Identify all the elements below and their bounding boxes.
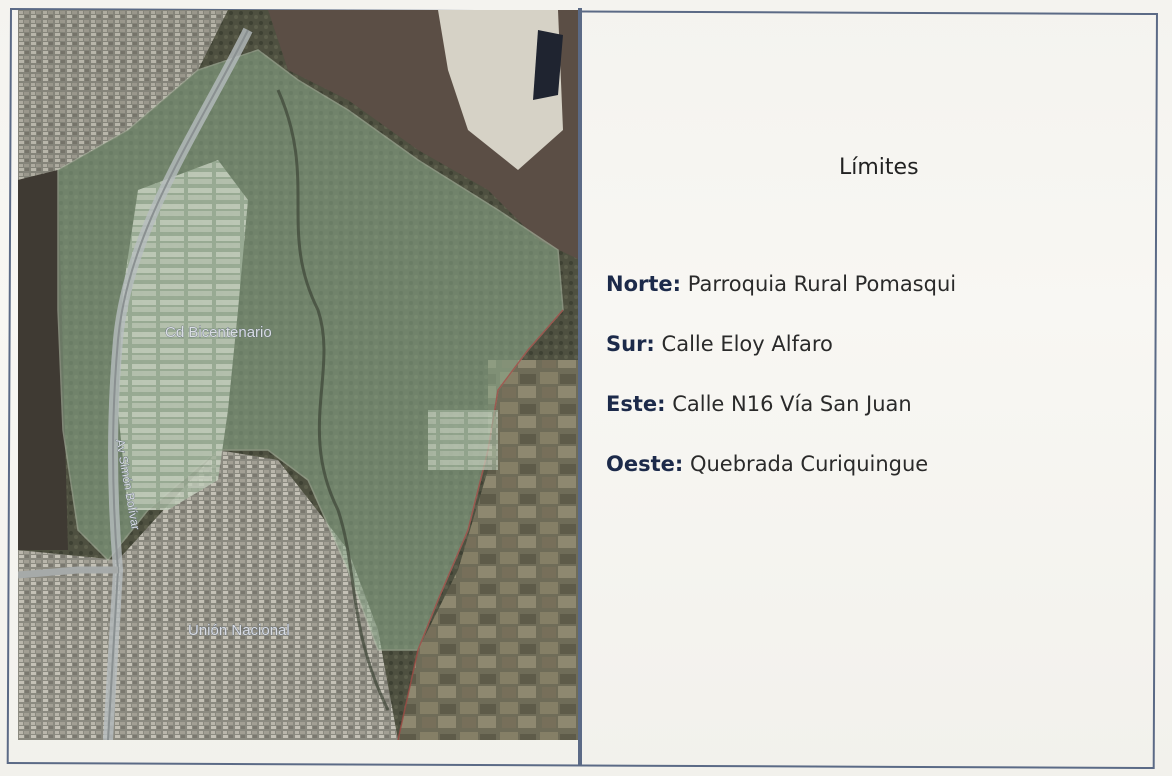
map-label-district: Cd Bicentenario [165, 324, 272, 341]
limit-value: Parroquia Rural Pomasqui [687, 272, 957, 296]
limits-title: Límites [839, 155, 919, 180]
limit-value: Calle Eloy Alfaro [661, 332, 833, 356]
limit-row-north: Norte: Parroquia Rural Pomasqui [606, 272, 956, 296]
map-label-neighborhood: Unión Nacional [188, 622, 290, 639]
aerial-map: Cd Bicentenario Unión Nacional Av Simón … [18, 10, 580, 740]
limit-row-west: Oeste: Quebrada Curiquingue [606, 452, 928, 476]
map-canvas: Cd Bicentenario Unión Nacional Av Simón … [18, 10, 580, 740]
limit-value: Quebrada Curiquingue [689, 452, 929, 476]
limit-row-east: Este: Calle N16 Vía San Juan [606, 392, 912, 416]
limits-panel: Límites Norte: Parroquia Rural Pomasqui … [584, 12, 1156, 762]
limit-label: Norte: [606, 272, 682, 296]
limit-value: Calle N16 Vía San Juan [672, 392, 912, 416]
limit-label: Este: [606, 392, 666, 416]
limit-label: Sur: [606, 332, 655, 356]
limit-label: Oeste: [606, 452, 684, 476]
column-divider [578, 8, 582, 766]
limit-row-south: Sur: Calle Eloy Alfaro [606, 332, 833, 356]
